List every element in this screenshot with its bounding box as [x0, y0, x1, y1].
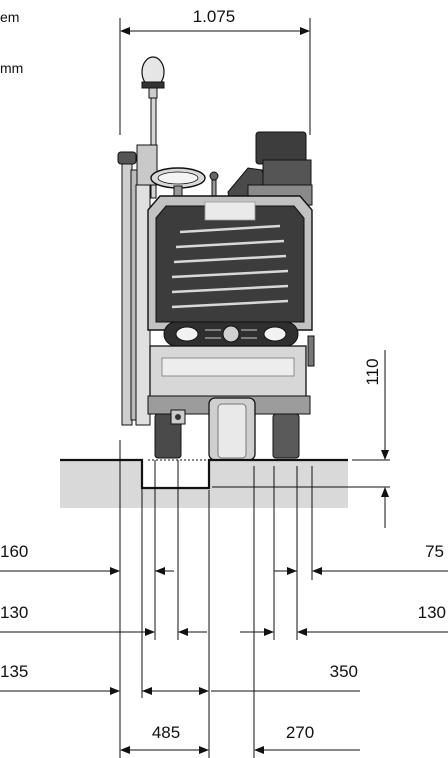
chassis: [147, 345, 311, 415]
wheels: [154, 397, 300, 461]
dim-left-offset-2: 130: [0, 603, 28, 622]
dim-ground-clearance: 110: [363, 358, 382, 385]
dim-left-offset-1: 160: [0, 542, 28, 561]
dim-track-right: 350: [330, 662, 358, 681]
dim-bottom-left: 485: [152, 723, 180, 742]
dimension-geometry: [0, 18, 448, 758]
ground-section: [60, 458, 348, 508]
dim-right-offset-2: 130: [418, 603, 446, 622]
hood: [147, 195, 313, 331]
header-fragment-2: mm: [0, 60, 23, 76]
dim-right-offset-1: 75: [425, 542, 444, 561]
brand-logo-icon: [222, 325, 240, 343]
front-light-bar: [163, 321, 299, 347]
left-handle-post: [117, 144, 158, 426]
operator-seat: [227, 131, 313, 206]
header-fragment-1: em: [0, 9, 19, 25]
dim-overall-width: 1.075: [193, 7, 236, 26]
dim-bottom-right: 270: [286, 723, 314, 742]
dim-left-offset-3: 135: [0, 662, 28, 681]
roller-front-view: [117, 56, 315, 461]
grille: [171, 224, 289, 309]
